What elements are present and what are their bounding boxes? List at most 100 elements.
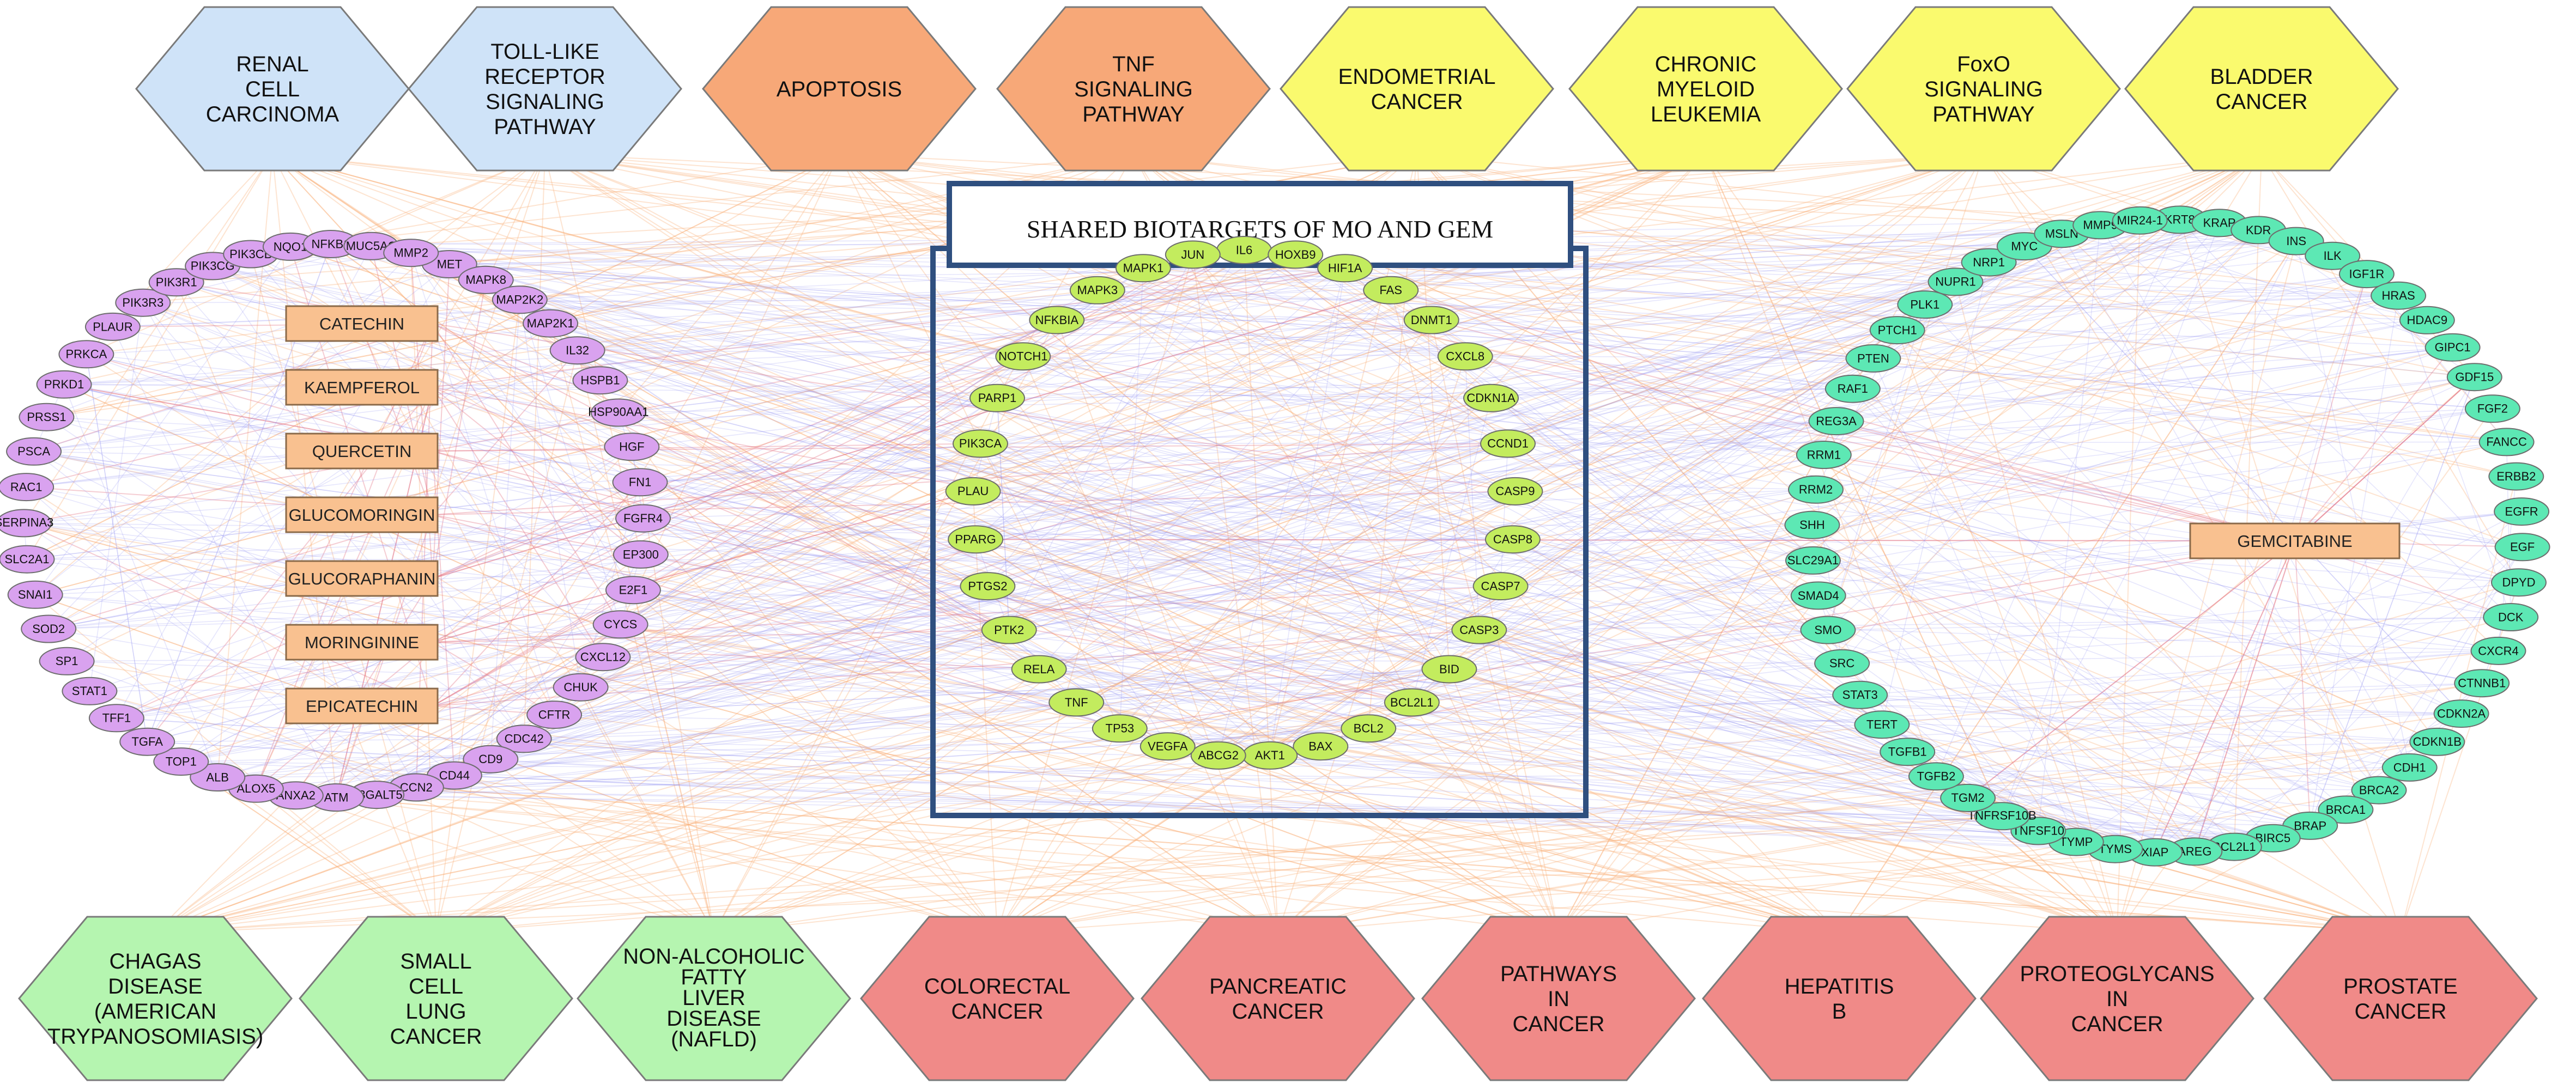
target-node-shape <box>1139 732 1196 761</box>
pathway-label-line: (AMERICAN <box>94 1000 216 1024</box>
target-node-top1: TOP1 <box>153 747 209 776</box>
network-edge <box>1269 233 2062 756</box>
network-edge <box>577 350 973 492</box>
pathway-label-line: COLORECTAL <box>924 975 1070 998</box>
network-edge <box>1008 254 1193 630</box>
network-edge <box>1167 662 1842 747</box>
network-edge <box>432 482 641 707</box>
target-node-shape <box>2305 241 2361 270</box>
network-edge <box>1218 540 2295 756</box>
network-edge <box>1431 319 1874 359</box>
network-edge <box>1416 154 2519 583</box>
network-edge <box>519 300 581 687</box>
target-node-shape <box>572 366 628 395</box>
network-edge <box>523 154 545 739</box>
network-edge <box>973 154 1706 492</box>
target-node-label: PARP1 <box>978 391 1017 405</box>
target-node-chuk: CHUK <box>553 673 609 702</box>
network-edge <box>181 388 1853 762</box>
network-edge <box>449 154 1417 265</box>
network-edge <box>49 347 2453 630</box>
network-edge <box>454 702 1077 776</box>
target-node-label: CDKN1A <box>1466 391 1516 405</box>
pathway-hexagon <box>1421 916 1696 1081</box>
network-edge <box>454 775 1278 934</box>
target-node-label: PTCH1 <box>1878 324 1917 337</box>
network-edge <box>1244 249 1278 934</box>
network-edge <box>66 661 2438 742</box>
network-edge <box>1218 154 1984 756</box>
target-node-label: TERT <box>1866 718 1898 732</box>
network-edge <box>1391 290 2523 548</box>
target-node-label: NFKB1 <box>312 237 350 251</box>
network-edge <box>839 154 1413 703</box>
network-edge <box>1500 586 1842 664</box>
target-node-shape <box>1800 616 1856 644</box>
target-node-shape <box>2464 394 2520 423</box>
network-edge <box>432 642 1039 670</box>
network-edge <box>155 815 2002 934</box>
network-edge <box>620 320 2427 625</box>
target-node-pparg: PPARG <box>948 525 1004 554</box>
network-edge <box>1039 290 1391 670</box>
pathway-label-line: PATHWAYS <box>1500 962 1617 986</box>
network-edge <box>272 154 641 555</box>
network-edge <box>519 299 1465 357</box>
network-edge <box>1133 154 2399 296</box>
network-edge <box>1167 746 1840 934</box>
network-edge <box>2294 376 2475 541</box>
network-edge <box>2154 713 2462 853</box>
target-node-hif1a: HIF1A <box>1317 254 1373 283</box>
network-edge <box>524 454 1824 740</box>
network-edge <box>1368 154 2262 729</box>
network-edge <box>212 265 1270 756</box>
network-edge <box>33 451 1009 631</box>
network-edge <box>997 728 1120 934</box>
network-edge <box>1815 489 2155 853</box>
target-node-shape <box>605 576 661 605</box>
pathway-hexagon <box>299 916 573 1081</box>
target-node-label: EGF <box>2510 540 2535 554</box>
network-edge <box>27 443 981 560</box>
network-edge <box>2076 546 2523 843</box>
network-edge <box>997 388 1853 399</box>
network-edge <box>1277 741 2438 934</box>
network-edge <box>116 717 2234 848</box>
network-edge <box>1218 683 2482 756</box>
target-node-shape <box>2494 533 2550 562</box>
target-node-shape <box>969 383 1025 412</box>
network-edge <box>2345 546 2523 810</box>
network-edge <box>2261 154 2519 583</box>
network-edge <box>1368 728 1840 934</box>
target-node-shape <box>21 614 77 643</box>
network-edge <box>997 330 1898 934</box>
network-edge <box>580 686 2462 714</box>
network-edge <box>432 387 641 555</box>
target-node-label: MAP2K1 <box>527 316 574 330</box>
target-node-label: RRM2 <box>1799 483 1833 496</box>
network-edge <box>330 243 2401 934</box>
network-edge <box>1881 262 1990 725</box>
target-node-shape <box>1029 306 1085 334</box>
target-node-cdc42: CDC42 <box>496 724 552 753</box>
network-edge <box>449 264 1840 934</box>
target-node-label: CYCS <box>604 618 637 631</box>
target-node-label: FN1 <box>629 476 652 489</box>
network-edge <box>432 323 1516 492</box>
network-edge <box>432 350 578 515</box>
network-edge <box>89 267 1345 692</box>
network-edge <box>577 350 1874 359</box>
network-edge <box>544 154 2311 826</box>
network-edge <box>524 738 2401 934</box>
network-edge <box>116 578 433 719</box>
network-edge <box>256 788 2002 817</box>
pathway-label-line: TNF <box>1112 52 1155 76</box>
target-node-shape <box>19 403 75 431</box>
target-node-label: FGF2 <box>2477 402 2508 416</box>
network-edge <box>1009 233 2062 631</box>
network-edge <box>550 323 1168 747</box>
target-node-shape <box>1961 248 2017 277</box>
